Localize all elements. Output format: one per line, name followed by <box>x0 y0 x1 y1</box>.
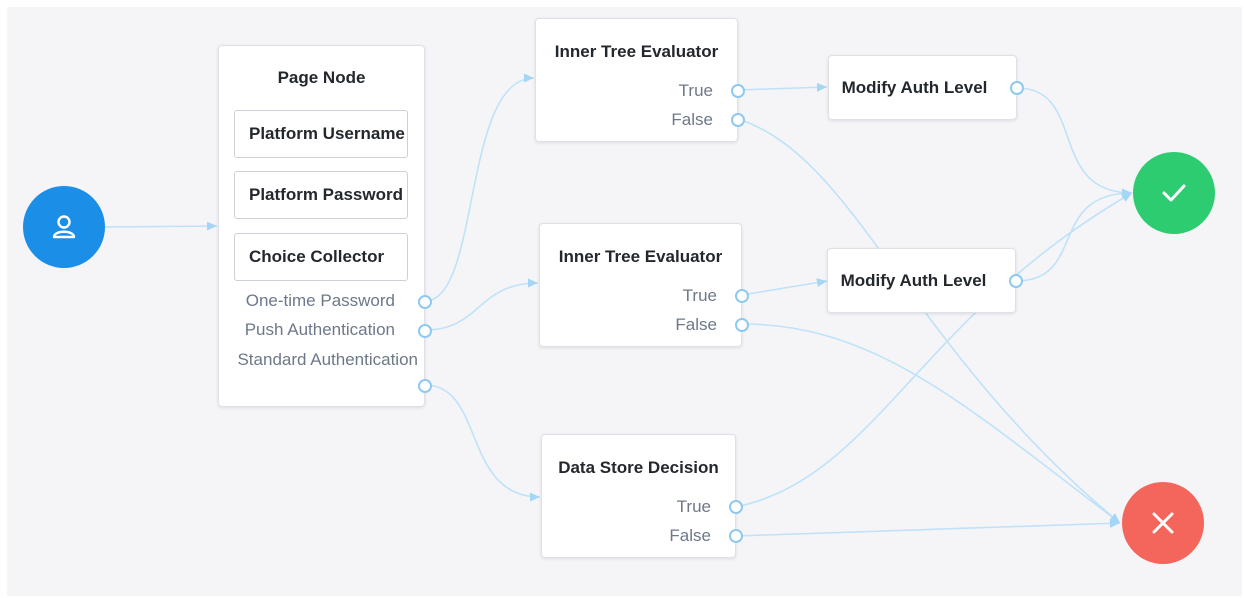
port-true[interactable] <box>735 289 749 303</box>
port-push-authentication[interactable] <box>418 324 432 338</box>
outcome-label-true: True <box>682 286 717 305</box>
outcome-label-false: False <box>669 526 711 545</box>
inner-tree-evaluator-1[interactable]: Inner Tree Evaluator True False <box>535 18 745 142</box>
link-modify-1-to-success <box>1016 87 1133 198</box>
modify-auth-level-1[interactable]: Modify Auth Level <box>828 55 1024 120</box>
link-tree1-false-to-failure <box>737 118 1121 524</box>
link-tree2-true-to-modify-2 <box>741 278 828 296</box>
platform-username-node[interactable]: Platform Username <box>234 110 408 158</box>
port-outcome[interactable] <box>1009 274 1023 288</box>
port-true[interactable] <box>729 500 743 514</box>
port-false[interactable] <box>731 113 745 127</box>
link-tree1-true-to-modify-1 <box>737 82 828 92</box>
user-icon <box>52 215 76 239</box>
tree-canvas[interactable]: Page Node Platform Username Platform Pas… <box>7 7 1242 596</box>
link-start-to-page-node <box>104 221 218 231</box>
outcome-label-false: False <box>671 110 713 129</box>
close-icon <box>1152 512 1174 534</box>
checkmark-icon <box>1162 184 1186 202</box>
choice-collector-node[interactable]: Choice Collector <box>234 233 408 281</box>
port-standard-authentication[interactable] <box>418 379 432 393</box>
port-false[interactable] <box>729 529 743 543</box>
outcome-label-false: False <box>675 315 717 334</box>
failure-node[interactable] <box>1122 482 1204 564</box>
modify-auth-level-1-title: Modify Auth Level <box>841 78 988 97</box>
link-modify-2-to-success <box>1015 188 1133 282</box>
platform-password-node[interactable]: Platform Password <box>234 171 408 219</box>
inner-tree-evaluator-2-title: Inner Tree Evaluator <box>558 247 723 266</box>
modify-auth-level-2[interactable]: Modify Auth Level <box>827 248 1023 313</box>
data-store-decision[interactable]: Data Store Decision True False <box>541 434 743 558</box>
outcome-label-standard-authentication: Standard Authentication <box>237 350 418 369</box>
start-node[interactable] <box>23 186 105 268</box>
port-outcome[interactable] <box>1010 81 1024 95</box>
success-node[interactable] <box>1133 152 1215 234</box>
link-datastore-true-to-success <box>735 192 1133 508</box>
page-node[interactable]: Page Node Platform Username Platform Pas… <box>218 45 432 407</box>
outcome-label-one-time-password: One-time Password <box>245 291 395 310</box>
inner-tree-evaluator-2[interactable]: Inner Tree Evaluator True False <box>539 223 749 347</box>
modify-auth-level-2-title: Modify Auth Level <box>840 271 987 290</box>
port-true[interactable] <box>731 84 745 98</box>
link-standard-to-data-store <box>424 384 541 502</box>
port-one-time-password[interactable] <box>418 295 432 309</box>
outcome-label-true: True <box>678 81 713 100</box>
outcome-label-push-authentication: Push Authentication <box>244 320 395 339</box>
page-node-title: Page Node <box>277 68 366 87</box>
port-false[interactable] <box>735 318 749 332</box>
link-push-to-inner-tree-2 <box>424 278 539 331</box>
outcome-label-true: True <box>676 497 711 516</box>
link-tree2-false-to-failure <box>741 323 1121 524</box>
inner-tree-evaluator-1-title: Inner Tree Evaluator <box>554 42 719 61</box>
data-store-decision-title: Data Store Decision <box>558 458 719 477</box>
link-otp-to-inner-tree-1 <box>424 73 535 302</box>
link-datastore-false-to-failure <box>735 518 1121 537</box>
